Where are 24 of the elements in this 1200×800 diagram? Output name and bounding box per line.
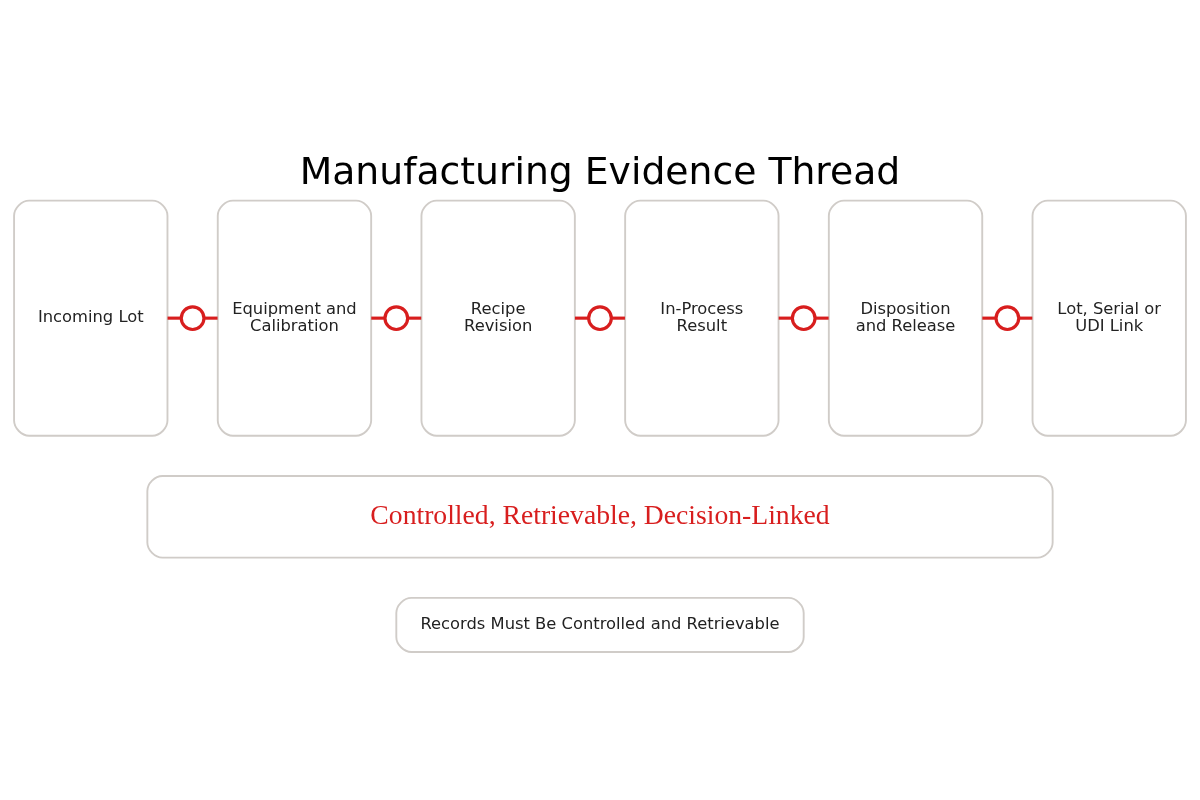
node-box: Recipe Revision — [420, 199, 576, 437]
node-box: Records Must Be Controlled and Retrievable — [395, 596, 805, 653]
node-box: In-Process Result — [624, 199, 780, 437]
connector — [167, 316, 182, 320]
connector — [1018, 316, 1033, 320]
node-box: Incoming Lot — [13, 199, 169, 437]
node-circle — [587, 304, 613, 331]
connector — [204, 316, 218, 320]
connector — [407, 316, 422, 320]
node-box: Lot, Serial or UDI Link — [1031, 199, 1187, 437]
connector — [574, 316, 589, 320]
node-box: Controlled, Retrievable, Decision-Linked — [146, 474, 1054, 559]
connector — [982, 316, 997, 320]
node-circle — [790, 304, 817, 331]
node-box: Equipment and Calibration — [216, 199, 373, 437]
node-circle — [179, 304, 206, 331]
diagram-title: Manufacturing Evidence Thread — [299, 148, 901, 193]
node-circle — [994, 304, 1021, 331]
connector — [815, 316, 829, 320]
connector — [611, 316, 625, 320]
node-box: Disposition and Release — [827, 199, 984, 437]
connector — [778, 316, 793, 320]
node-circle — [383, 304, 410, 331]
connector — [371, 316, 385, 320]
